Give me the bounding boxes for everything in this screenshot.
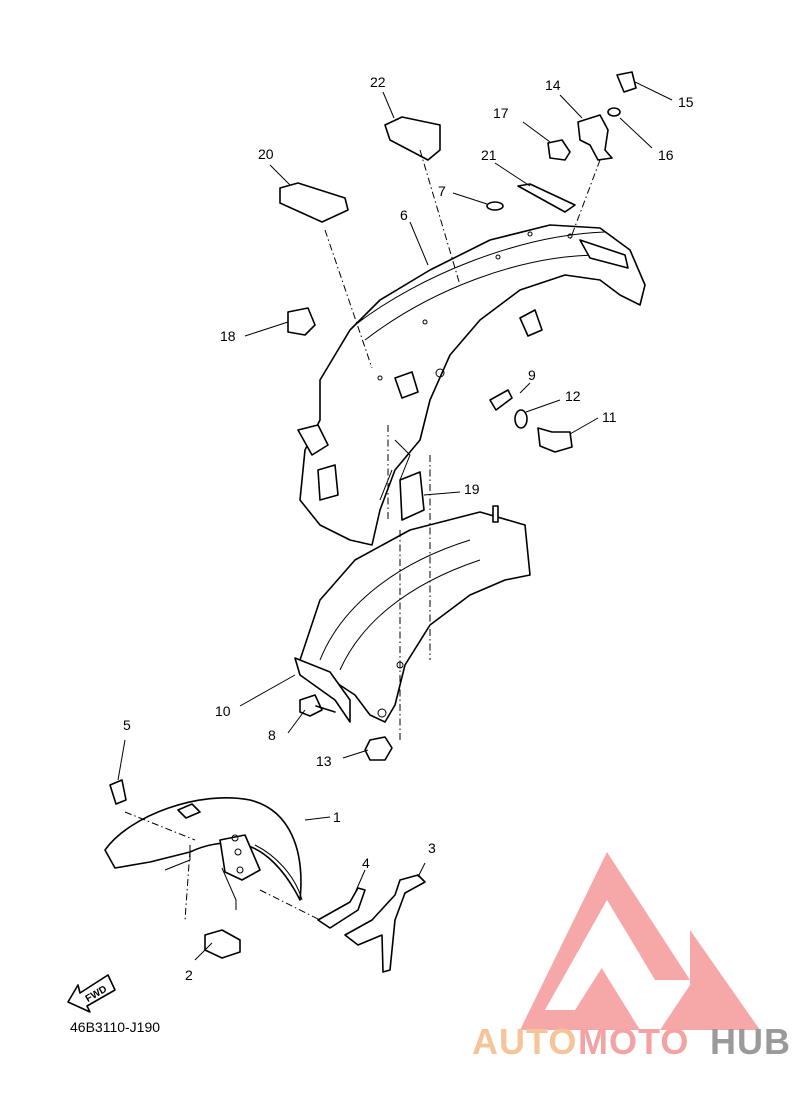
reflector-21 [517, 183, 576, 213]
inner-fender [294, 505, 531, 723]
washer-12 [514, 409, 528, 429]
callout-9: 9 [528, 367, 536, 383]
rear-fender-tail-mount [579, 239, 629, 269]
bolt-11 [537, 427, 573, 453]
front-fender-arrow-mark [177, 803, 201, 819]
watermark-auto: AUTO [472, 1021, 577, 1062]
label-22 [384, 116, 441, 161]
logo-triangle-right [660, 930, 760, 1030]
watermark-hub: HUB [710, 1021, 791, 1062]
callout-18: 18 [220, 328, 236, 344]
callout-7: 7 [438, 183, 446, 199]
callout-10: 10 [215, 703, 231, 719]
diagram-code: 46B3110-J190 [70, 1019, 160, 1035]
fwd-label: FWD [84, 984, 109, 1005]
logo-triangle-inner [545, 900, 640, 1010]
grommet-18 [287, 307, 316, 336]
watermark-moto: MOTO [578, 1021, 689, 1062]
washer-7 [486, 201, 504, 211]
bolt-2 [204, 929, 241, 959]
cap-17 [547, 139, 571, 161]
washer-16 [607, 107, 621, 117]
front-fender [104, 796, 303, 910]
callout-14: 14 [545, 77, 561, 93]
callout-11: 11 [602, 409, 617, 425]
front-fender-bracket [219, 834, 261, 881]
inner-fender-stud [492, 505, 499, 523]
callout-6: 6 [400, 207, 408, 223]
bolt-8 [299, 694, 336, 717]
callout-13: 13 [316, 753, 332, 769]
clip-9 [489, 389, 513, 411]
callout-3: 3 [428, 840, 436, 856]
callout-19: 19 [464, 481, 480, 497]
clip-5 [109, 779, 127, 805]
callout-16: 16 [658, 147, 674, 163]
leader-lines [117, 81, 673, 961]
forward-direction-arrow: FWD [67, 974, 116, 1013]
rear-fender [297, 224, 646, 546]
fasteners [109, 71, 637, 959]
bracket-14 [577, 114, 613, 161]
rear-fender-bracket-left [297, 424, 329, 456]
rear-fender-bracket-low [317, 464, 339, 501]
automotohub-logo [520, 852, 760, 1030]
callout-4: 4 [362, 855, 370, 871]
rear-fender-mount [519, 309, 543, 337]
callout-labels: 1 2 3 4 5 6 7 8 9 10 11 12 13 14 15 16 1… [123, 74, 694, 983]
callout-12: 12 [565, 388, 581, 404]
alignment-lines [124, 149, 601, 921]
callout-8: 8 [268, 727, 276, 743]
callout-2: 2 [185, 967, 193, 983]
label-20 [279, 182, 349, 223]
callout-17: 17 [493, 105, 509, 121]
fender-stay [317, 874, 426, 973]
callout-1: 1 [333, 809, 341, 825]
fender-stay-3 [344, 874, 426, 973]
rear-fender-bolt-hole [435, 368, 445, 378]
callout-22: 22 [370, 74, 386, 90]
callout-5: 5 [123, 717, 131, 733]
nut-13 [364, 736, 393, 761]
callout-20: 20 [258, 146, 274, 162]
inner-fender-rib [294, 657, 351, 723]
automotohub-watermark: AUTO MOTO HUB [472, 1021, 791, 1062]
screw-15 [616, 71, 637, 93]
fender-stay-4 [317, 887, 366, 929]
rear-fender-slot [394, 371, 419, 399]
callout-15: 15 [678, 94, 694, 110]
callout-21: 21 [481, 147, 497, 163]
plate-19 [399, 471, 425, 521]
